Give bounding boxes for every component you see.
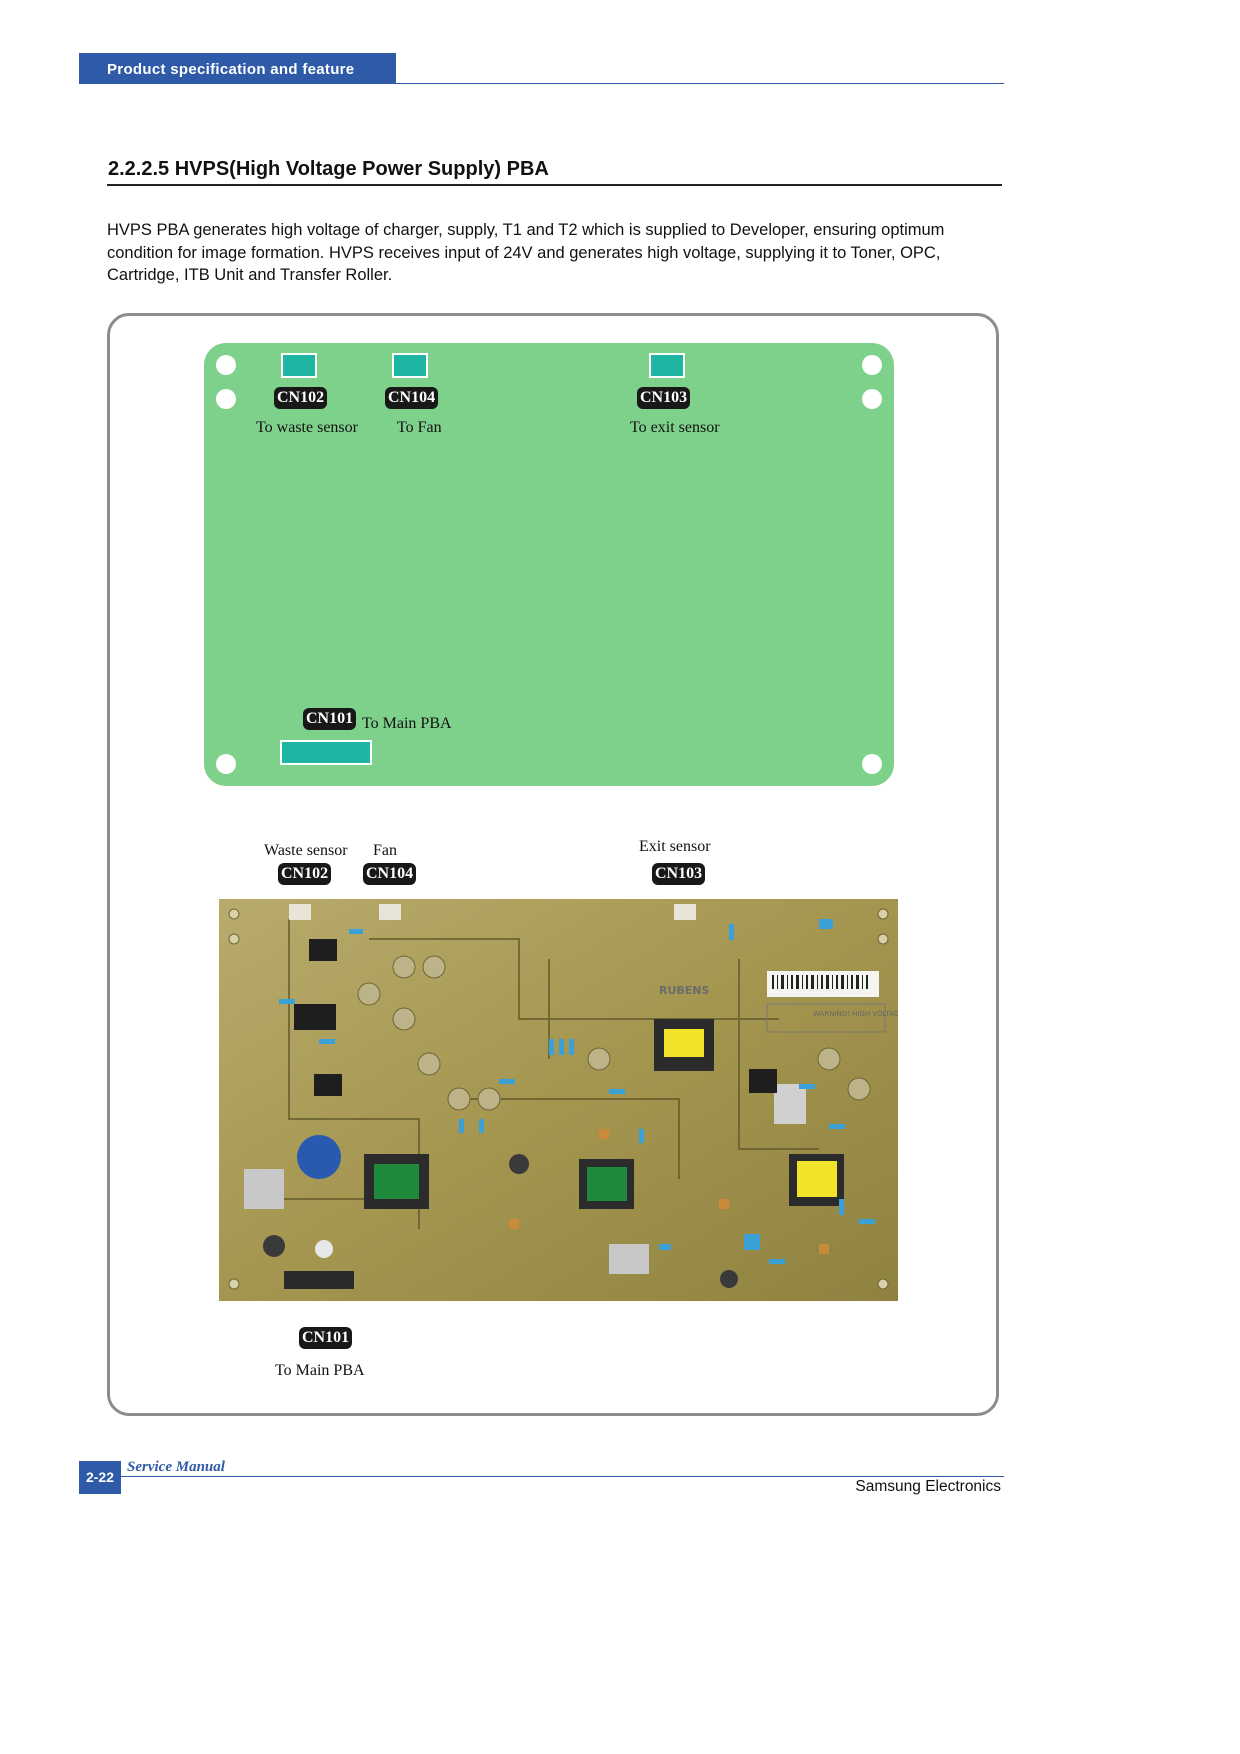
cn103-connector: [649, 353, 685, 378]
figure-frame: [107, 313, 999, 1416]
silkscreen-brand: RUBENS: [659, 984, 710, 997]
photo-cn102-label: Waste sensor: [264, 842, 348, 859]
section-header-tab: Product specification and feature: [79, 53, 396, 84]
mount-hole: [862, 754, 882, 774]
cn103-tag: CN103: [637, 387, 691, 409]
photo-cn102-tag: CN102: [278, 863, 332, 885]
photo-cn103-connector: [674, 904, 696, 920]
section-title: 2.2.2.5 HVPS(High Voltage Power Supply) …: [108, 158, 549, 180]
photo-cn103-tag: CN103: [652, 863, 706, 885]
mount-hole: [216, 355, 236, 375]
photo-cn102-connector: [289, 904, 311, 920]
footer-manual-title: Service Manual: [127, 1459, 225, 1475]
photo-cn104-tag: CN104: [363, 863, 417, 885]
footer-rule: [121, 1476, 1004, 1477]
page-number: 2-22: [79, 1461, 121, 1494]
footer-company: Samsung Electronics: [855, 1478, 1001, 1495]
cn103-label: To exit sensor: [630, 419, 720, 436]
section-body: HVPS PBA generates high voltage of charg…: [107, 221, 945, 284]
cn101-connector: [280, 740, 372, 765]
hvps-board-photo: RUBENS WARNING! HIGH VOLTAGE: [219, 899, 898, 1301]
cn101-tag: CN101: [303, 708, 357, 730]
mount-hole: [862, 355, 882, 375]
photo-cn101-tag: CN101: [299, 1327, 353, 1349]
cn104-connector: [392, 353, 428, 378]
cn102-connector: [281, 353, 317, 378]
mount-hole: [862, 389, 882, 409]
cn104-tag: CN104: [385, 387, 439, 409]
title-rule: [107, 184, 1002, 186]
photo-cn101-label: To Main PBA: [275, 1362, 365, 1379]
photo-cn103-label: Exit sensor: [639, 838, 711, 855]
photo-cn104-label: Fan: [373, 842, 397, 859]
photo-cn101-connector: [284, 1271, 354, 1289]
cn102-tag: CN102: [274, 387, 328, 409]
cn101-label: To Main PBA: [362, 715, 452, 732]
header-rule: [79, 83, 1004, 84]
silkscreen-warning: WARNING! HIGH VOLTAGE: [766, 1003, 898, 1033]
photo-cn104-connector: [379, 904, 401, 920]
mount-hole: [216, 389, 236, 409]
pcb-photo-illustration: RUBENS WARNING! HIGH VOLTAGE: [219, 899, 898, 1301]
warning-text: WARNING! HIGH VOLTAGE: [813, 1010, 898, 1018]
cn102-label: To waste sensor: [256, 419, 358, 436]
mount-hole: [216, 754, 236, 774]
cn104-label: To Fan: [397, 419, 442, 436]
